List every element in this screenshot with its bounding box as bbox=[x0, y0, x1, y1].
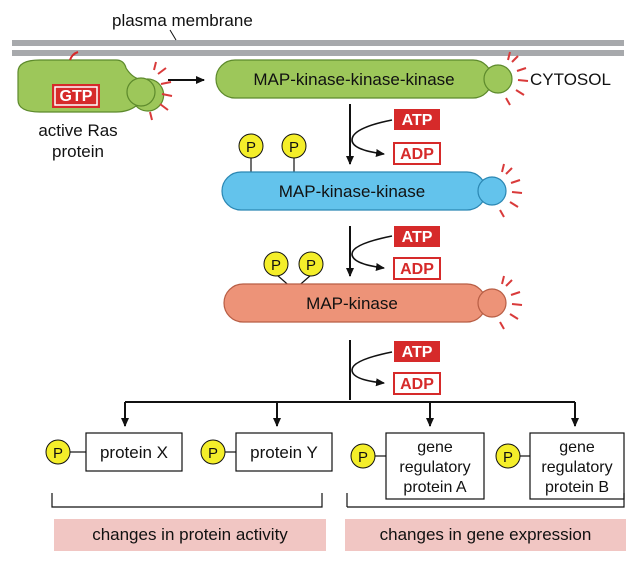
step1-adp-label: ADP bbox=[400, 146, 434, 163]
protein-y-phosphate: P bbox=[208, 445, 218, 462]
mapk-activity-rays bbox=[499, 275, 523, 330]
step2-atp-curve bbox=[351, 235, 393, 271]
gtp-badge bbox=[52, 84, 100, 108]
protein-x-phosphate: P bbox=[53, 445, 63, 462]
mapkkk-protein bbox=[215, 59, 513, 99]
mapkkk-label: MAP-kinase-kinase-kinase bbox=[253, 70, 454, 89]
svg-text:P: P bbox=[271, 257, 281, 274]
mapk-label: MAP-kinase bbox=[306, 294, 398, 313]
protein-activity-outcome: changes in protein activity bbox=[54, 519, 326, 551]
mapkk-protein bbox=[221, 171, 507, 211]
step1-atp-label: ATP bbox=[402, 112, 433, 129]
step3-atp-curve bbox=[351, 351, 393, 387]
mapkk-label: MAP-kinase-kinase bbox=[279, 182, 425, 201]
gene-expression-outcome: changes in gene expression bbox=[345, 519, 626, 551]
target-protein-x: P protein X bbox=[45, 432, 183, 472]
step3-atp-label: ATP bbox=[402, 344, 433, 361]
step1-adp-badge bbox=[393, 142, 441, 165]
protein-x-label: protein X bbox=[100, 443, 168, 462]
plasma-membrane-label: plasma membrane bbox=[112, 11, 253, 30]
branch-arrows bbox=[121, 401, 579, 427]
gtp-label: GTP bbox=[60, 88, 93, 105]
mapk-protein bbox=[223, 283, 507, 323]
gene-a-line2: regulatory bbox=[399, 459, 470, 476]
mapkk-phosphate-2: P bbox=[281, 133, 307, 159]
target-gene-regulatory-protein-b: P gene regulatory protein B bbox=[495, 432, 625, 500]
step3-adp-badge bbox=[393, 372, 441, 395]
step1-atp-badge bbox=[394, 109, 440, 130]
ras-label-line1: active Ras bbox=[38, 121, 117, 140]
mapkkk-activity-rays bbox=[505, 51, 529, 106]
step2-adp-badge bbox=[393, 257, 441, 280]
gene-a-line1: gene bbox=[417, 439, 453, 456]
mapkk-phosphate-1: P bbox=[238, 133, 264, 159]
svg-text:P: P bbox=[306, 257, 316, 274]
membrane-label-pointer bbox=[169, 29, 177, 41]
cytosol-label: CYTOSOL bbox=[530, 70, 611, 89]
gene-expression-bracket bbox=[346, 493, 625, 508]
gene-b-phosphate: P bbox=[503, 449, 513, 466]
step1-atp-curve bbox=[351, 119, 393, 157]
svg-text:P: P bbox=[246, 139, 256, 156]
protein-activity-bracket bbox=[51, 493, 323, 508]
step2-atp-label: ATP bbox=[402, 229, 433, 246]
lipid-anchor bbox=[69, 51, 79, 61]
mapkk-activity-rays bbox=[499, 163, 523, 218]
gene-b-line2: regulatory bbox=[541, 459, 612, 476]
ras-label-line2: protein bbox=[52, 142, 104, 161]
mapk-phosphate-1: P bbox=[263, 251, 289, 277]
gene-b-line1: gene bbox=[559, 439, 595, 456]
gene-b-line3: protein B bbox=[545, 479, 609, 496]
step3-atp-badge bbox=[394, 341, 440, 362]
ras-activity-rays bbox=[149, 61, 173, 121]
plasma-membrane bbox=[12, 40, 624, 56]
step2-adp-label: ADP bbox=[400, 261, 434, 278]
mapk-phosphate-2: P bbox=[298, 251, 324, 277]
step2-atp-badge bbox=[394, 226, 440, 247]
target-protein-y: P protein Y bbox=[200, 432, 333, 472]
protein-y-label: protein Y bbox=[250, 443, 318, 462]
target-gene-regulatory-protein-a: P gene regulatory protein A bbox=[350, 432, 485, 500]
gene-a-phosphate: P bbox=[358, 449, 368, 466]
svg-text:P: P bbox=[289, 139, 299, 156]
step3-adp-label: ADP bbox=[400, 376, 434, 393]
gene-a-line3: protein A bbox=[403, 479, 466, 496]
